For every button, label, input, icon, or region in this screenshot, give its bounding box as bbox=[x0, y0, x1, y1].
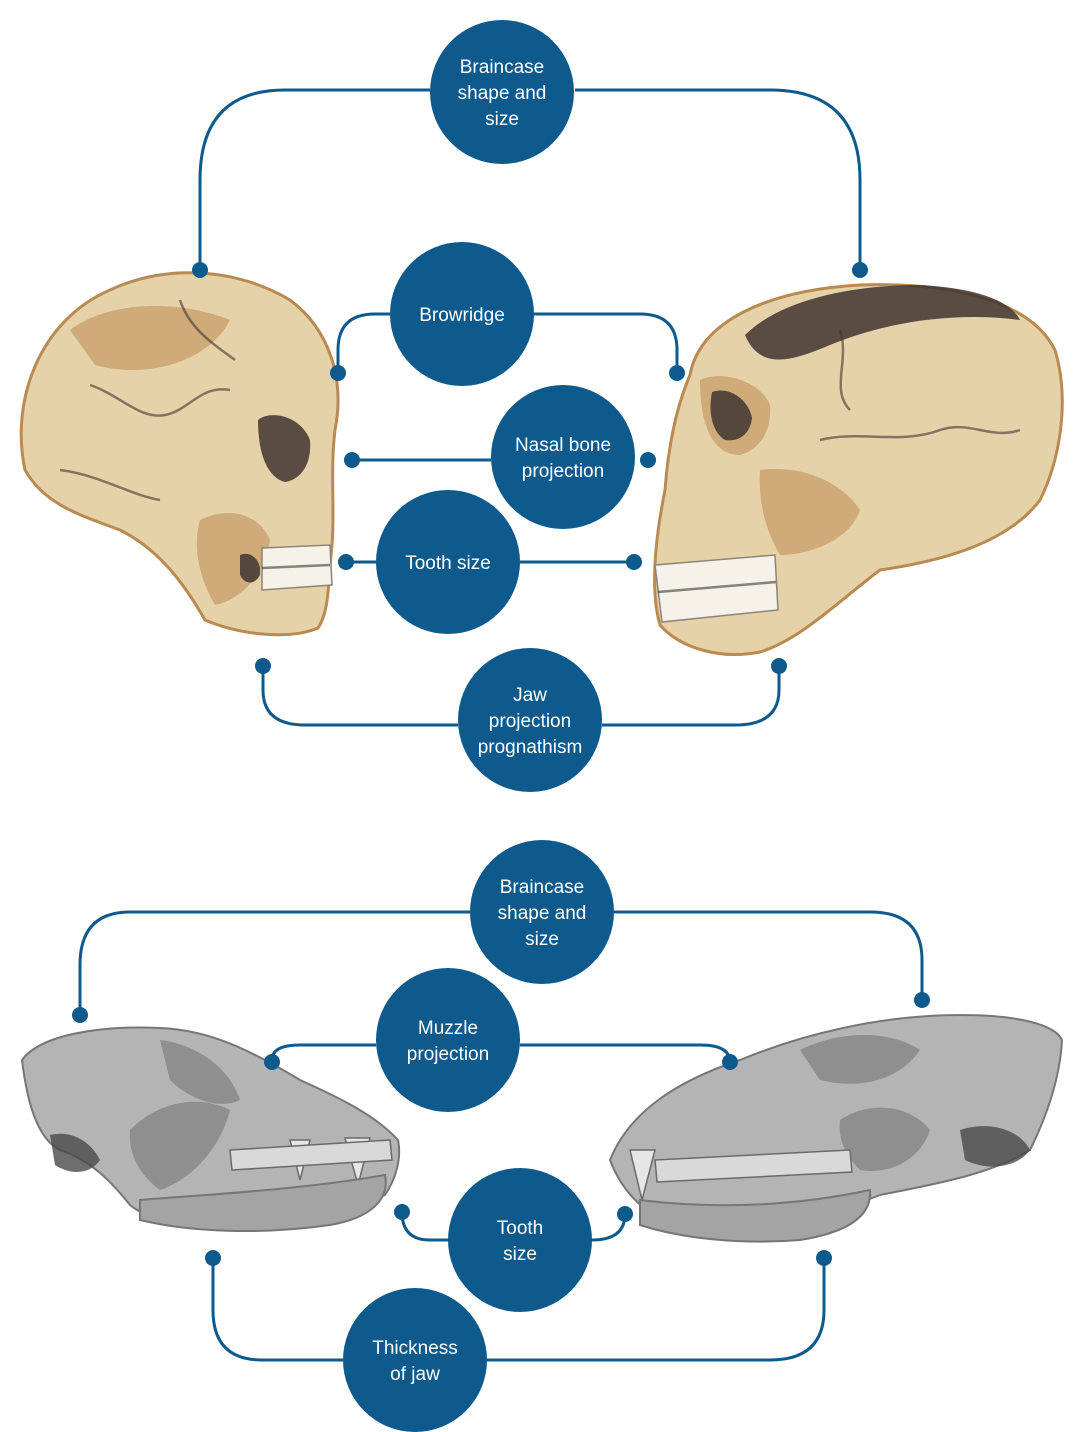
canid-connector-dot bbox=[394, 1204, 410, 1220]
canid-node-circle bbox=[470, 840, 614, 984]
archaic-hominin-skull-image bbox=[653, 283, 1064, 656]
canid-node-label: size bbox=[503, 1244, 537, 1265]
canid-connector-dot bbox=[722, 1054, 738, 1070]
human-node-circle bbox=[376, 490, 520, 634]
human-connector-line bbox=[336, 312, 390, 373]
canid-connector-dot bbox=[264, 1054, 280, 1070]
human-connector-line bbox=[534, 312, 679, 373]
modern-human-skull-image bbox=[19, 271, 340, 637]
canid-connector-dot bbox=[816, 1250, 832, 1266]
canid-node-tooth: Tooth size bbox=[448, 1168, 592, 1312]
canid-connector-dot bbox=[205, 1250, 221, 1266]
human-node-label: Tooth size bbox=[405, 553, 491, 574]
canid-node-circle bbox=[376, 968, 520, 1112]
wolf-skull-image bbox=[608, 1013, 1064, 1243]
human-node-circle bbox=[430, 20, 574, 164]
human-node-label: Nasal bone bbox=[515, 435, 611, 456]
canid-connector-line bbox=[211, 1258, 343, 1362]
human-node-label: Browridge bbox=[419, 305, 505, 326]
canid-connector-line bbox=[78, 910, 470, 1015]
human-node-circle bbox=[491, 385, 635, 529]
canid-node-braincase: Braincase shape and size bbox=[470, 840, 614, 984]
canid-connector-line bbox=[400, 1211, 448, 1242]
human-connector-dot bbox=[852, 262, 868, 278]
human-connector-dot bbox=[330, 365, 346, 381]
human-node-jaw: Jaw projection prognathism bbox=[458, 648, 602, 792]
canid-connector-line bbox=[270, 1043, 376, 1061]
human-node-browridge: Browridge bbox=[390, 242, 534, 386]
canid-node-muzzle: Muzzle projection bbox=[376, 968, 520, 1112]
human-node-label: shape and bbox=[458, 83, 547, 104]
human-node-label: Braincase bbox=[460, 57, 545, 78]
human-node-label: size bbox=[485, 109, 519, 130]
human-connector-dot bbox=[626, 554, 642, 570]
canid-connector-dot bbox=[617, 1206, 633, 1222]
human-node-braincase: Braincase shape and size bbox=[430, 20, 574, 164]
canid-node-label: size bbox=[525, 929, 559, 950]
human-node-tooth: Tooth size bbox=[376, 490, 520, 634]
human-connector-line bbox=[261, 666, 458, 727]
human-connector-line bbox=[602, 666, 781, 727]
human-connectors bbox=[192, 88, 868, 727]
canid-node-label: of jaw bbox=[390, 1364, 440, 1385]
canid-node-label: Braincase bbox=[500, 877, 585, 898]
canid-connector-line bbox=[614, 910, 924, 1000]
canid-node-label: Thickness bbox=[372, 1338, 458, 1359]
human-node-label: Jaw bbox=[513, 685, 547, 706]
canid-connector-dot bbox=[72, 1007, 88, 1023]
canid-connector-line bbox=[487, 1258, 826, 1362]
canid-node-label: Tooth bbox=[497, 1218, 543, 1239]
human-node-label: prognathism bbox=[478, 737, 583, 758]
canid-connector-dot bbox=[914, 992, 930, 1008]
human-connector-line bbox=[198, 88, 430, 270]
canid-node-circle bbox=[448, 1168, 592, 1312]
human-node-label: projection bbox=[489, 711, 571, 732]
human-connector-dot bbox=[640, 452, 656, 468]
human-connector-dot bbox=[771, 658, 787, 674]
canid-node-label: shape and bbox=[498, 903, 587, 924]
human-connector-line bbox=[575, 88, 862, 270]
human-node-circle bbox=[458, 648, 602, 792]
canid-node-jaw: Thickness of jaw bbox=[343, 1288, 487, 1432]
human-connector-dot bbox=[192, 262, 208, 278]
human-connector-dot bbox=[669, 365, 685, 381]
human-node-label: projection bbox=[522, 461, 604, 482]
human-connector-dot bbox=[338, 554, 354, 570]
human-node-circle bbox=[390, 242, 534, 386]
human-connector-dot bbox=[344, 452, 360, 468]
canid-node-label: projection bbox=[407, 1044, 489, 1065]
canid-connectors bbox=[72, 910, 930, 1362]
canid-node-circle bbox=[343, 1288, 487, 1432]
human-connector-dot bbox=[255, 658, 271, 674]
dog-skull-image bbox=[20, 1026, 401, 1233]
human-node-nasal: Nasal bone projection bbox=[491, 385, 635, 529]
canid-connector-line bbox=[520, 1043, 732, 1063]
canid-node-label: Muzzle bbox=[418, 1018, 478, 1039]
